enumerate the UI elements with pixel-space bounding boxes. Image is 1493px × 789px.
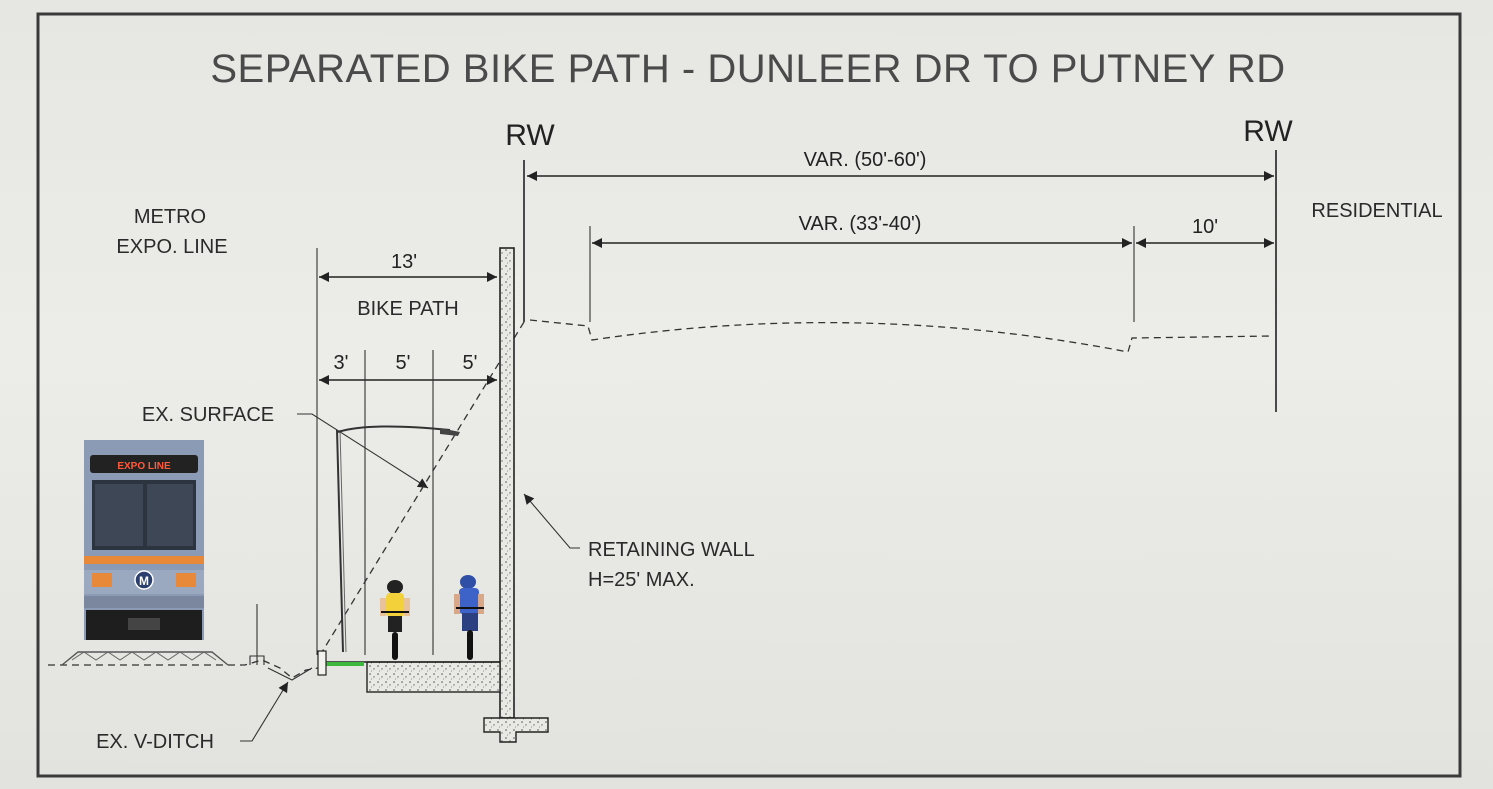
lane-3-width-label: 5' [463,352,478,374]
ex-v-ditch-label: EX. V-DITCH [96,731,214,753]
retaining-wall-footing [483,717,549,743]
diagram-title: SEPARATED BIKE PATH - DUNLEER DR TO PUTN… [210,47,1285,91]
train-headsign: EXPO LINE [117,461,171,472]
bike-path-label: BIKE PATH [357,298,459,320]
ex-surface-label: EX. SURFACE [142,404,274,426]
rw-right-label: RW [1243,115,1293,148]
bike-path-pavement [366,661,501,693]
metro-label-line2: EXPO. LINE [116,236,227,258]
parkway-dimension-label: 10' [1192,216,1218,238]
residential-label: RESIDENTIAL [1311,200,1442,222]
lane-1-width-label: 3' [334,352,349,374]
existing-ground-line [48,659,319,679]
ex-surface-leader [297,413,429,489]
curb [317,650,327,676]
retaining-wall-label-line2: H=25' MAX. [588,569,695,591]
cyclist-blue [454,575,484,660]
light-pole [336,425,460,653]
retaining-wall-leader [523,493,580,549]
post-base [249,655,265,665]
metro-train: EXPO LINE M [61,440,229,666]
roadway-dimension-label: VAR. (33'-40') [799,213,922,235]
ex-v-ditch-leader [240,681,289,742]
metro-logo-letter: M [139,574,149,588]
retaining-wall [499,247,515,719]
metro-logo-icon [134,570,154,590]
lane-2-width-label: 5' [396,352,411,374]
retaining-wall-label-line1: RETAINING WALL [588,539,755,561]
street-profile [529,319,1273,353]
rw-left-label: RW [505,119,555,152]
overall-dimension-label: VAR. (50'-60') [804,149,927,171]
ex-surface-slope [321,321,525,653]
bike-path-width-label: 13' [391,251,417,273]
metro-label-line1: METRO [134,206,206,228]
v-ditch [267,667,313,681]
cyclist-yellow [380,580,410,660]
drawing-border [36,12,1462,778]
